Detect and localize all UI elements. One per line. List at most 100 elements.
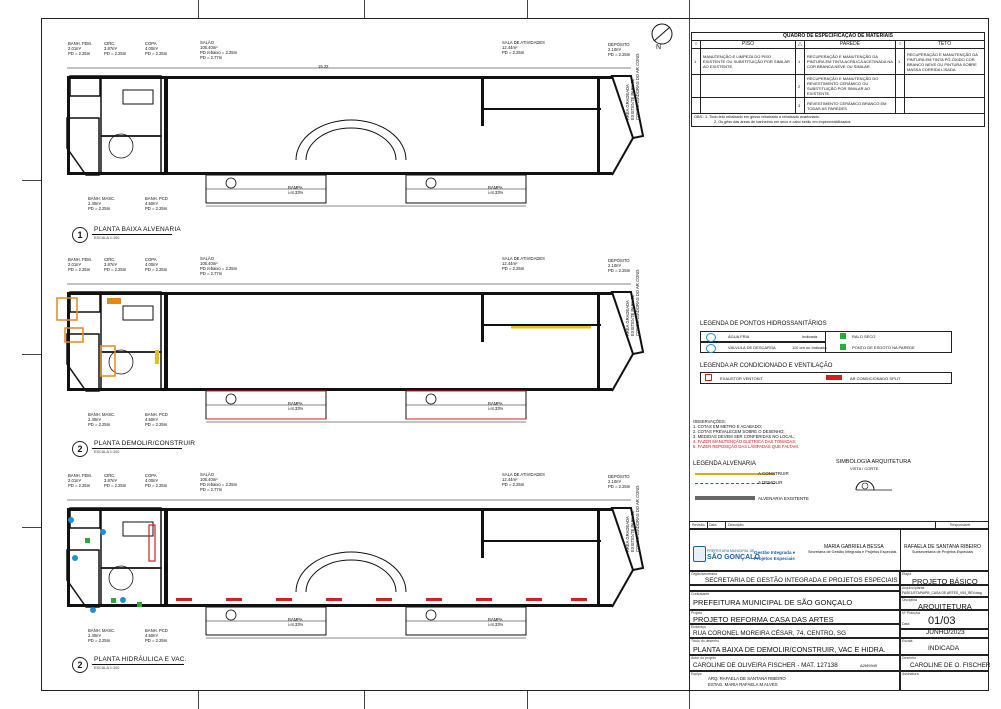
hidro-item-valvula: VÁLVULA DE DESCARGA — [728, 345, 776, 350]
exaustor-icon — [705, 374, 712, 381]
cap-escala: Escala — [902, 639, 913, 643]
obs-line-2: 2. COTAS PREVALECEM SOBRE O DESENHO; — [693, 429, 785, 434]
cap-endereco: Endereço — [691, 625, 706, 629]
plan-2-title: PLANTA DEMOLIR/CONSTRUIR — [94, 440, 196, 447]
room-banh-masc-3: BANH. MASC. 2.40m² PD = 2.25m — [88, 628, 116, 643]
row-2-parede: RECUPERAÇÃO E MANUTENÇÃO DO REVESTIMENTO… — [804, 74, 896, 98]
alv-item-demolir: A DEMOLIR — [758, 480, 783, 485]
room-deposito-1: DEPÓSITO 2.10m² PD = 2.25m — [608, 42, 631, 57]
obs-line-4: 4. FAZER MANUTENÇÃO ELÉTRICA DAS TOMADAS… — [693, 439, 797, 444]
room-copa-2: COPA 4.00m² PD = 2.25m — [145, 257, 168, 272]
hidro-item-agua-fria: ÁGUA FRIA — [728, 334, 750, 339]
area-gradeada-3: ÁREA GRADEADA EXISTENTE PARA 02 CONDENSA… — [625, 484, 640, 552]
simb-vista-corte-icon — [852, 476, 894, 499]
rampa-2b: RAMPA i=8.33% — [488, 401, 504, 411]
area-gradeada-2: ÁREA GRADEADA EXISTENTE PARA 02 CONDENSA… — [625, 268, 640, 336]
room-salao-1: SALÃO 105.40m² PD rebaixo = 2.25m PD = 2… — [200, 40, 238, 60]
valvula-icon — [706, 344, 716, 353]
resp2-name: RAFAELA DE SANTANA RIBEIRO — [904, 544, 981, 550]
endereco: RUA CORONEL MOREIRA CÉSAR, 74, CENTRO, S… — [693, 630, 847, 637]
rev-h-1: Data — [709, 523, 717, 527]
cap-data: Data — [902, 622, 910, 626]
room-sala-atividades-2: SALA DE ATIVIDADES 12.44m² PD = 2.25m — [502, 256, 545, 271]
plan-1-number: 1 — [72, 227, 88, 243]
prancha: 01/03 — [928, 615, 956, 627]
row-1-parede: RECUPERAÇÃO E MANUTENÇÃO DA PINTURA EM T… — [804, 48, 896, 75]
rev-h-2: Descrição — [728, 523, 744, 527]
rampa-3b: RAMPA i=8.33% — [488, 617, 504, 627]
room-banh-masc-1: BANH. MASC. 2.40m² PD = 2.25m — [88, 196, 116, 211]
esgoto-icon — [840, 344, 846, 350]
row-3-n: 3 — [795, 97, 805, 114]
titulo: PLANTA BAIXA DE DEMOLIR/CONSTRUIR, VAC E… — [693, 645, 886, 654]
plan-2-scale: ESCALA 1:100 — [94, 450, 120, 454]
room-banh-fem-3: BANH. FEM. 2.01m² PD = 2.25m — [68, 473, 92, 488]
a-construir-swatch — [695, 473, 775, 475]
room-circ-1: CIRC. 3.87m² PD = 2.25m — [104, 41, 127, 56]
cap-assinatura: Assinatura — [902, 672, 919, 676]
simb-sub: VISTA / CORTE — [850, 466, 879, 471]
observacoes: OBSERVAÇÕES: 1. COTAS EM METRO E ACABADO… — [693, 419, 799, 449]
cap-arquivo: Arquivo/planta — [902, 586, 925, 590]
rev-h-3: Responsável — [950, 523, 971, 527]
room-copa-3: COPA 4.00m² PD = 2.25m — [145, 473, 168, 488]
cap-desenho: Desenho — [902, 656, 917, 660]
room-banh-pcd-1: BANH. PCD 4.50m² PD = 2.25m — [145, 196, 168, 211]
plan-1-title: PLANTA BAIXA ALVENARIA — [94, 226, 181, 233]
plan-3-number: 2 — [72, 657, 88, 673]
row-1-n2: 1 — [795, 48, 805, 75]
autor: CAROLINE DE OLIVEIRA FISCHER - MAT. 1271… — [693, 662, 838, 669]
quadro-materiais: QUADRO DE ESPECIFICAÇÃO DE MATERIAIS ○PI… — [691, 32, 985, 127]
row-1-n3: 1 — [895, 48, 905, 75]
simb-title: SIMBOLOGIA ARQUITETURA — [836, 459, 911, 465]
header-teto: TETO — [904, 40, 985, 49]
cap-prancha: Nº Prancha — [902, 611, 920, 615]
plans-drawing — [56, 67, 644, 639]
plan-3-title: PLANTA HIDRÁULICA E VAC. — [94, 656, 187, 663]
hidro-legend-title: LEGENDA DE PONTOS HIDROSSANITÁRIOS — [700, 321, 827, 327]
north-arrow-icon — [650, 22, 674, 53]
room-banh-fem-1: BANH. FEM. 2.01m² PD = 2.25m — [68, 41, 92, 56]
disciplina: ARQUITETURA — [918, 602, 972, 611]
row-1-piso: MANUTENÇÃO E LIMPEZA DO PISO EXISTENTE O… — [700, 48, 796, 75]
row-1-n: 1 — [691, 48, 701, 75]
plan-2-number: 2 — [72, 441, 88, 457]
data: JUNHO/2023 — [926, 629, 965, 636]
contratante: PREFEITURA MUNICIPAL DE SÃO GONÇALO — [693, 598, 853, 607]
room-deposito-2: DEPÓSITO 2.10m² PD = 2.25m — [608, 258, 631, 273]
rampa-3a: RAMPA i=8.33% — [288, 617, 304, 627]
room-circ-2: CIRC. 3.87m² PD = 2.25m — [104, 257, 127, 272]
resp1-role: Secretária de Gestão Integrada e Projeto… — [808, 550, 897, 554]
agua-fria-icon — [706, 333, 716, 342]
rampa-1a: RAMPA i=8.33% — [288, 185, 304, 195]
rev-h-0: Revisão — [692, 523, 705, 527]
arquivo: FASE1/ETAPA/PB_CASA DE ARTES_V04_REV.dwg — [902, 591, 982, 595]
desenho: CAROLINE DE O. FISCHER — [910, 662, 991, 669]
header-parede: PAREDE — [804, 40, 896, 49]
room-banh-pcd-3: BANH. PCD 4.50m² PD = 2.25m — [145, 628, 168, 643]
hidro-note-1: Indicada — [802, 334, 818, 339]
obs-line-3: 3. MEDIDAS DEVEM SER CONFERIDAS NO LOCAL… — [693, 434, 795, 439]
room-copa-1: COPA 4.00m² PD = 2.25m — [145, 41, 168, 56]
equipe-2: ESTAG. MARIA RAFAELA M ALVES — [708, 682, 778, 687]
quadro-obs-2: 2. Os gêss das áreas de banheiros em sec… — [714, 120, 852, 124]
split-icon — [826, 375, 842, 380]
ar-legend-title: LEGENDA AR CONDICIONADO E VENTILAÇÃO — [700, 363, 833, 369]
cap-titulo: Título do desenho — [691, 639, 720, 643]
obs-title: OBSERVAÇÕES: — [693, 419, 726, 424]
room-banh-fem-2: BANH. FEM. 2.01m² PD = 2.25m — [68, 257, 92, 272]
cap-etapa: Etapa — [902, 572, 912, 576]
secretaria: SECRETARIA DE GESTÃO INTEGRADA E PROJETO… — [705, 577, 898, 584]
alv-legend-title: LEGENDA ALVENARIA — [693, 461, 756, 467]
room-sala-atividades-1: SALA DE ATIVIDADES 12.44m² PD = 2.25m — [502, 40, 545, 55]
hidro-note-2: 110 cm ou Indicada — [792, 345, 827, 350]
resp1-name: MARIA GABRIELA BESSA — [824, 544, 884, 550]
room-banh-masc-2: BANH. MASC. 2.40m² PD = 2.25m — [88, 412, 116, 427]
org-line-1: PREFEITURA MUNICIPAL DE — [707, 549, 755, 553]
plan-1-scale: ESCALA 1:100 — [94, 236, 120, 240]
row-2-n: 2 — [795, 74, 805, 98]
existente-swatch — [695, 496, 755, 500]
row-3-parede: REVESTIMENTO CERÂMICO BRANCO EM TODAS AS… — [804, 97, 896, 114]
a-demolir-swatch — [695, 483, 775, 485]
cap-autor: Autor do projeto — [691, 656, 716, 660]
